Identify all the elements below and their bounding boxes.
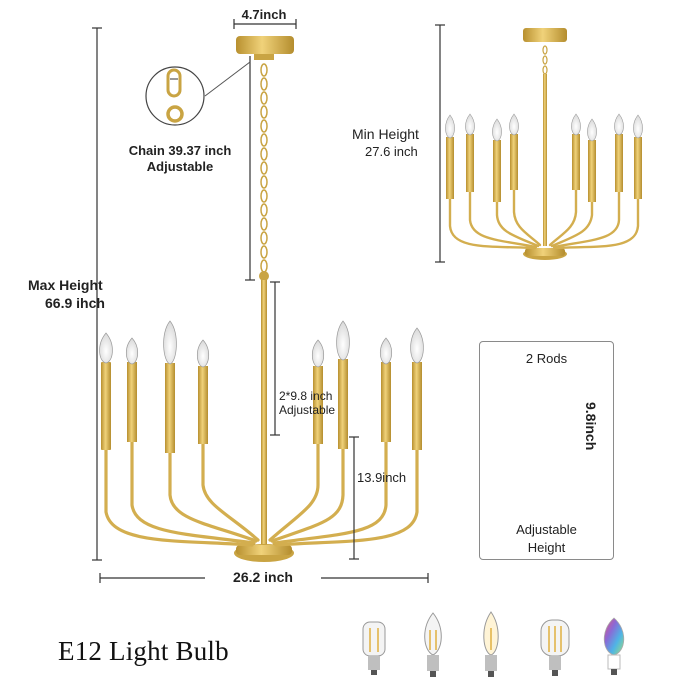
rods-panel: 2 Rods 9.8inch Adjustable Height xyxy=(479,341,614,560)
tubular-led-bulb-icon xyxy=(362,621,386,675)
rods-panel-caption-line2: Height xyxy=(527,540,566,555)
rods-panel-title: 2 Rods xyxy=(525,351,568,366)
min-height-value: 27.6 inch xyxy=(365,144,418,159)
rod-adjustable-label: Adjustable xyxy=(279,403,336,417)
max-height-value: 66.9 ihch xyxy=(45,295,105,311)
candle-led-bulb-icon xyxy=(424,612,442,677)
chain-clasp-detail xyxy=(145,61,251,126)
rgb-color-bulb-icon xyxy=(603,617,625,675)
min-height-chandelier xyxy=(445,28,643,260)
edison-led-bulb-icon xyxy=(540,619,570,676)
width-label: 26.2 inch xyxy=(205,570,321,585)
bulb-type-title: E12 Light Bulb xyxy=(58,636,229,666)
flame-tip-bulb-icon xyxy=(483,611,499,677)
dimension-lines xyxy=(92,19,445,583)
min-height-title: Min Height xyxy=(352,126,419,142)
rods-panel-length: 9.8inch xyxy=(583,402,599,451)
canopy xyxy=(236,36,294,54)
canopy-width-label: 4.7inch xyxy=(241,7,287,22)
arm-height-label: 13.9inch xyxy=(357,470,407,485)
max-height-title: Max Height xyxy=(28,277,103,293)
chain-adjustable-label: Adjustable xyxy=(146,159,214,174)
rod-length-label: 2*9.8 inch xyxy=(279,389,333,403)
main-chandelier xyxy=(99,36,424,562)
chain-length-label: Chain 39.37 inch xyxy=(128,143,232,158)
chain xyxy=(260,63,268,273)
rods-panel-caption-line1: Adjustable xyxy=(516,522,577,537)
center-rod xyxy=(261,280,267,552)
